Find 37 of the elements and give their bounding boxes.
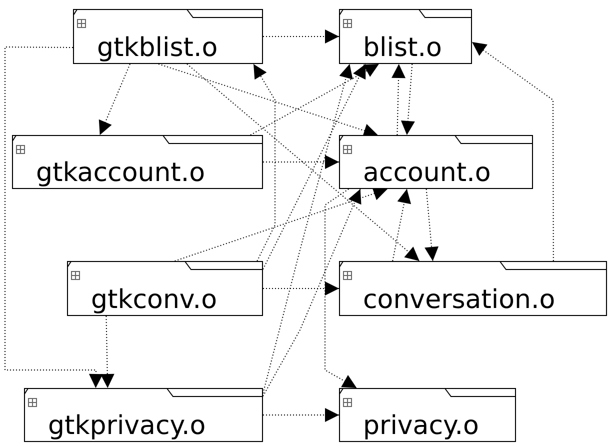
dependency-arrow	[186, 64, 420, 262]
dependency-arrow	[324, 188, 358, 388]
module-box	[339, 388, 516, 442]
dependency-arrow	[262, 30, 340, 44]
dependency-arrow	[262, 155, 340, 169]
dependency-arrow	[262, 282, 340, 296]
module-name: gtkaccount.o	[36, 158, 206, 188]
dependency-arrow	[400, 64, 415, 136]
module-name: gtkconv.o	[91, 285, 218, 315]
dependency-arrow	[262, 188, 362, 397]
module-name: privacy.o	[363, 411, 480, 441]
module-box	[12, 135, 263, 189]
module-name: gtkprivacy.o	[48, 411, 207, 441]
module-name: gtkblist.o	[97, 33, 219, 63]
module-box	[73, 9, 263, 64]
module-name: account.o	[363, 158, 492, 188]
module-name: blist.o	[363, 33, 443, 63]
dependency-arrow	[174, 186, 388, 262]
dependency-arrow	[158, 64, 378, 138]
dependency-arrow	[250, 64, 380, 136]
module-name: conversation.o	[363, 285, 556, 315]
module-box	[339, 135, 533, 189]
dependency-arrow	[392, 64, 406, 136]
dependency-arrow	[262, 64, 366, 270]
dependency-arrow	[262, 408, 340, 422]
dependency-arrow	[392, 188, 412, 262]
dependency-arrow	[253, 64, 276, 262]
dependency-arrow	[98, 64, 130, 136]
module-box	[339, 9, 472, 64]
module-box	[339, 261, 607, 316]
module-box	[67, 261, 263, 316]
dependency-arrow	[472, 42, 554, 262]
dependency-arrow	[262, 64, 353, 394]
dependency-arrow	[100, 316, 114, 388]
module-box	[24, 388, 263, 442]
dependency-arrow	[4, 46, 103, 388]
dependency-arrow	[424, 188, 439, 262]
